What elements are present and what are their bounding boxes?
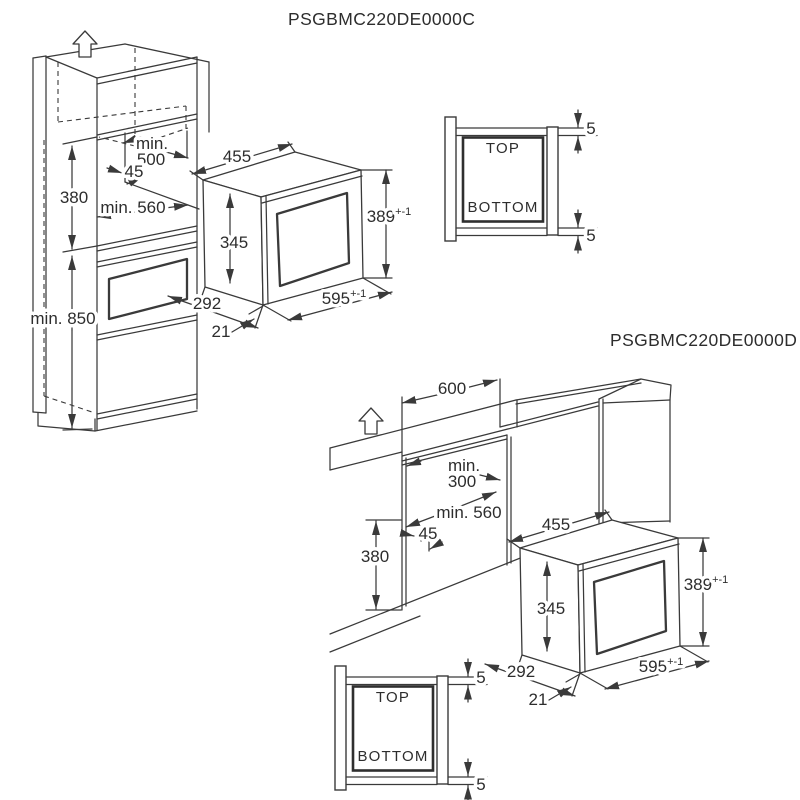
up-arrow-icon — [72, 30, 98, 58]
dim-body-width: 455 — [542, 515, 570, 534]
microwave-iso-d: 455 345 292 21 389+-1 595+-1 — [484, 509, 732, 713]
dim-gap-bottom: 5 — [586, 226, 595, 245]
dim-body-height: 345 — [537, 599, 565, 618]
dim-niche-depth: min. 560 — [436, 503, 501, 522]
dim-frame-width: 595+-1 — [639, 656, 684, 676]
section-bottom-label: BOTTOM — [357, 748, 428, 765]
section-top-label: TOP — [376, 689, 410, 706]
dim-body-depth: 292 — [193, 294, 221, 313]
dim-niche-width-value: 500 — [137, 150, 165, 169]
dim-niche-width-prefix: min. — [136, 134, 168, 153]
dim-cutout-width: 600 — [438, 379, 466, 398]
up-arrow-icon — [358, 407, 384, 435]
dim-gap-bottom: 5 — [476, 775, 485, 794]
dim-frame-height: 389+-1 — [684, 574, 729, 594]
microwave-door-window — [592, 559, 668, 656]
section-view-bottom: TOP BOTTOM 5 5 — [334, 658, 489, 800]
tall-cabinet-diagram: min. 500 45 min. 560 380 min. 850 — [27, 30, 210, 432]
dim-niche-height: 380 — [361, 547, 389, 566]
dim-body-height: 345 — [220, 233, 248, 252]
cabinet-side-panel — [444, 116, 457, 242]
dim-front-recess: 45 — [419, 524, 438, 543]
microwave-iso-a: 455 345 292 21 389+-1 595+-1 — [167, 141, 415, 345]
counter-unit-diagram: 600 min. 300 min. 560 45 380 — [329, 376, 672, 653]
dim-clearance-value: 300 — [448, 472, 476, 491]
door-frame-section — [436, 675, 449, 785]
model-title-c: PSGBMC220DE0000C — [288, 9, 475, 29]
dim-gap-top: 5 — [476, 668, 485, 687]
dim-gap-top: 5 — [586, 119, 595, 138]
dim-body-depth: 292 — [507, 662, 535, 681]
dim-frame-depth: 21 — [529, 690, 548, 709]
microwave-body-section — [351, 685, 435, 772]
cabinet-side-panel — [334, 665, 347, 791]
section-top-label: TOP — [486, 140, 520, 157]
dim-niche-depth: min. 560 — [100, 198, 165, 217]
model-title-d: PSGBMC220DE0000D — [610, 330, 797, 350]
dim-plinth-height: min. 850 — [30, 309, 95, 328]
section-view-top: TOP BOTTOM 5 5 — [444, 109, 599, 254]
dim-frame-width: 595+-1 — [322, 288, 367, 308]
dim-frame-height: 389+-1 — [367, 206, 412, 226]
dim-front-recess: 45 — [125, 162, 144, 181]
door-frame-section — [546, 126, 559, 236]
microwave-body-section — [461, 136, 545, 223]
dim-clearance-prefix: min. — [448, 456, 480, 475]
dim-frame-depth: 21 — [212, 322, 231, 341]
microwave-door-window — [275, 191, 351, 288]
section-bottom-label: BOTTOM — [467, 199, 538, 216]
dim-body-width: 455 — [223, 147, 251, 166]
dim-niche-height: 380 — [60, 188, 88, 207]
oven-door-window — [107, 257, 189, 321]
